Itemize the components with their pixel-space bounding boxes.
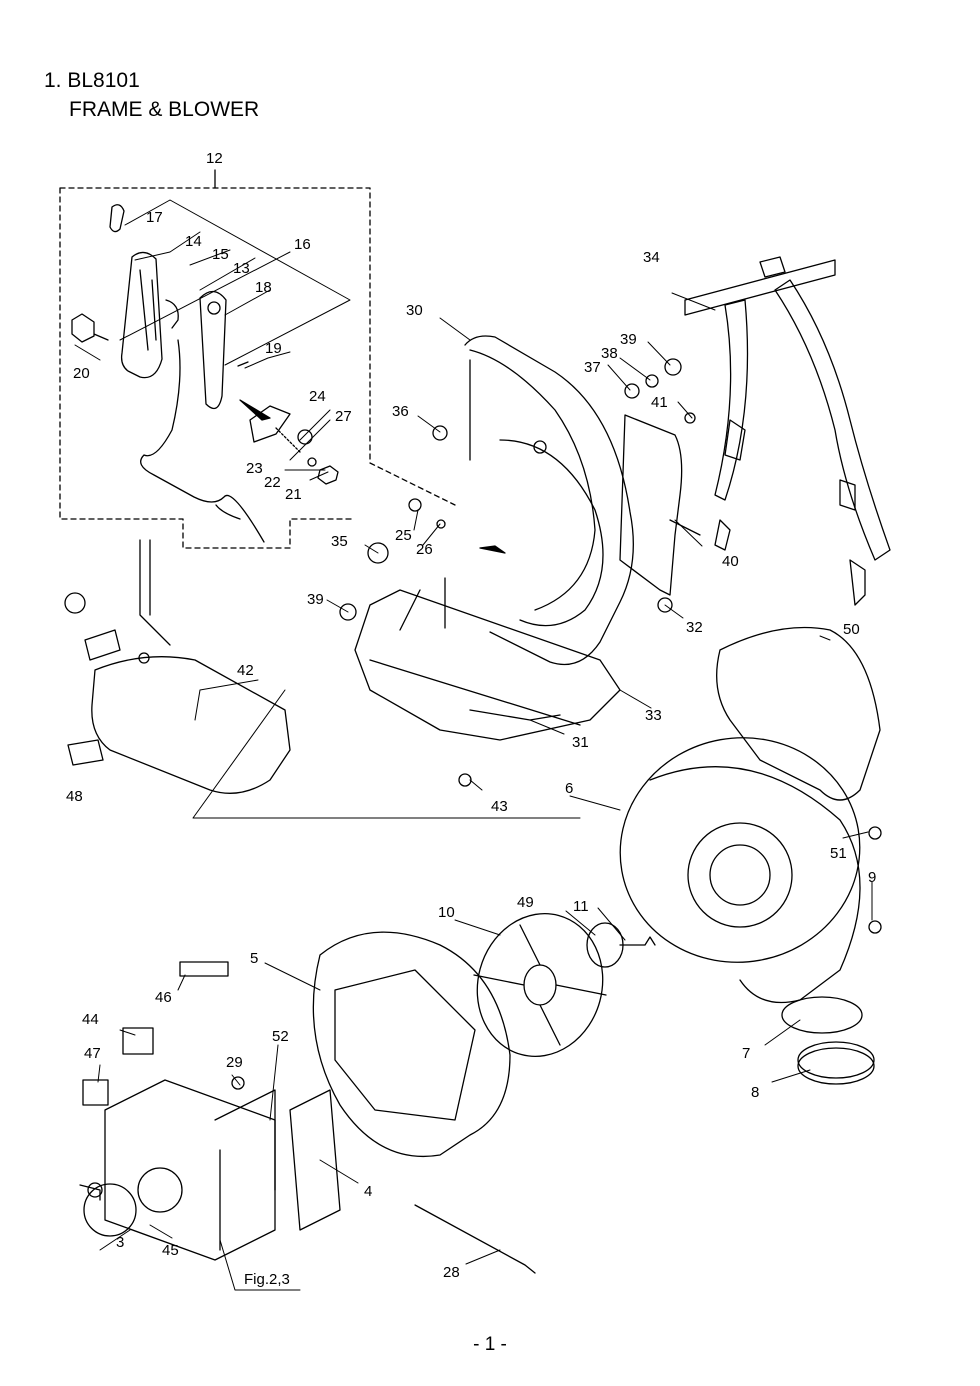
callout-7: 7 bbox=[742, 1045, 750, 1062]
title-line-section: FRAME & BLOWER bbox=[69, 98, 260, 121]
callout-5: 5 bbox=[250, 950, 258, 967]
callout-22: 22 bbox=[264, 474, 281, 491]
callout-38: 38 bbox=[601, 345, 618, 362]
callout-31: 31 bbox=[572, 734, 589, 751]
callout-20: 20 bbox=[73, 365, 90, 382]
callout-19: 19 bbox=[265, 340, 282, 357]
callout-3: 3 bbox=[116, 1234, 124, 1251]
cover-part-40 bbox=[619, 414, 701, 596]
cover-part-50 bbox=[716, 626, 881, 801]
callout-36: 36 bbox=[392, 403, 409, 420]
callout-45: 45 bbox=[162, 1242, 179, 1259]
volute-part-6 bbox=[619, 737, 861, 1004]
callout-34: 34 bbox=[643, 249, 660, 266]
throttle-lever-assembly bbox=[71, 204, 339, 543]
callout-52: 52 bbox=[272, 1028, 289, 1045]
callout-8: 8 bbox=[751, 1084, 759, 1101]
callout-40: 40 bbox=[722, 553, 739, 570]
subassembly-12-outline bbox=[59, 187, 456, 549]
callout-44: 44 bbox=[82, 1011, 99, 1028]
callout-15: 15 bbox=[212, 246, 229, 263]
callout-43: 43 bbox=[491, 798, 508, 815]
fan-part-10 bbox=[473, 912, 607, 1058]
callout-17: 17 bbox=[146, 209, 163, 226]
callout-39-top: 39 bbox=[620, 331, 637, 348]
callout-27: 27 bbox=[335, 408, 352, 425]
callout-32: 32 bbox=[686, 619, 703, 636]
base-plate-part-31 bbox=[354, 577, 621, 741]
leaders-lever-assembly bbox=[74, 199, 351, 481]
callout-25: 25 bbox=[395, 527, 412, 544]
callout-46: 46 bbox=[155, 989, 172, 1006]
ring-parts-7-8 bbox=[781, 996, 875, 1085]
callout-48: 48 bbox=[66, 788, 83, 805]
fuel-tank-part-42 bbox=[64, 539, 291, 794]
callout-6: 6 bbox=[565, 780, 573, 797]
callout-13: 16 bbox=[294, 236, 311, 253]
callout-30: 30 bbox=[406, 302, 423, 319]
callout-23: 23 bbox=[246, 460, 263, 477]
callout-35: 35 bbox=[331, 533, 348, 550]
fan-case-part-5 bbox=[312, 931, 511, 1158]
callout-10: 10 bbox=[438, 904, 455, 921]
hub-part-49 bbox=[586, 922, 656, 968]
engine-assembly bbox=[79, 961, 276, 1261]
callout-50: 50 bbox=[843, 621, 860, 638]
callout-16: 13 bbox=[233, 260, 250, 277]
page-title: 1. BL8101 FRAME & BLOWER bbox=[44, 66, 259, 124]
title-line-model: 1. BL8101 bbox=[44, 69, 140, 92]
callout-24: 24 bbox=[309, 388, 326, 405]
callout-42: 42 bbox=[237, 662, 254, 679]
harness-part-34 bbox=[684, 256, 891, 606]
callout-49: 49 bbox=[517, 894, 534, 911]
callout-leaders bbox=[97, 292, 873, 1291]
callout-9: 9 bbox=[868, 869, 876, 886]
callout-12: 12 bbox=[206, 150, 223, 167]
rod-part-28 bbox=[414, 1204, 536, 1274]
callout-26: 26 bbox=[416, 541, 433, 558]
label-part-48 bbox=[67, 739, 104, 766]
assembly-arrow-icon bbox=[239, 399, 506, 554]
callout-28: 28 bbox=[443, 1264, 460, 1281]
fasteners bbox=[87, 358, 882, 1198]
callout-47: 47 bbox=[84, 1045, 101, 1062]
callout-29: 29 bbox=[226, 1054, 243, 1071]
callout-11: 11 bbox=[573, 898, 589, 915]
callout-21: 21 bbox=[285, 486, 302, 503]
callout-33: 33 bbox=[645, 707, 662, 724]
callout-51: 51 bbox=[830, 845, 847, 862]
callout-37: 37 bbox=[584, 359, 601, 376]
callout-41: 41 bbox=[651, 394, 668, 411]
frame-part-30 bbox=[464, 335, 634, 666]
callout-39-left: 39 bbox=[307, 591, 324, 608]
callout-18: 18 bbox=[255, 279, 272, 296]
page-number: - 1 - bbox=[473, 1334, 507, 1355]
figure-reference: Fig.2,3 bbox=[244, 1271, 290, 1288]
callout-14: 14 bbox=[185, 233, 202, 250]
callout-4: 4 bbox=[364, 1183, 372, 1200]
callout-labels: 12 17 14 15 16 13 18 19 20 24 27 23 22 2… bbox=[66, 150, 876, 1288]
gasket-part-4 bbox=[289, 1089, 341, 1231]
